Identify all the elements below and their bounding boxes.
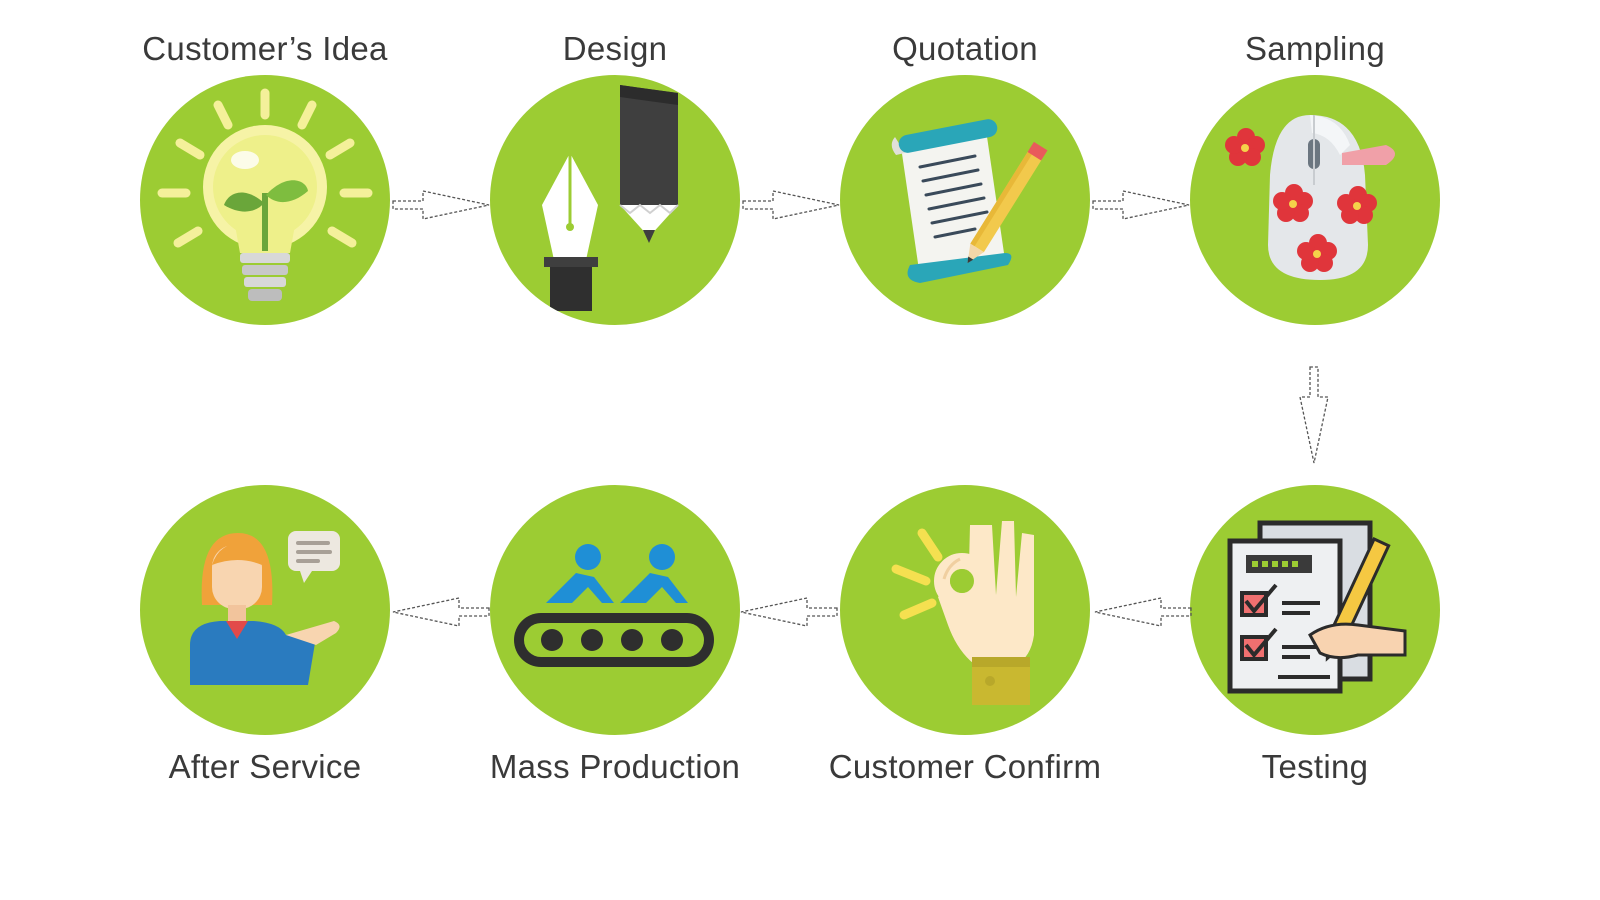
arrow-idea-to-design xyxy=(392,190,490,220)
step-label-mass-production: Mass Production xyxy=(489,748,741,785)
step-label-design: Design xyxy=(562,30,668,67)
step-testing xyxy=(1190,485,1440,735)
step-label-customers-idea: Customer’s Idea xyxy=(142,30,388,67)
arrow-production-to-after-service xyxy=(392,597,490,627)
flower-decoration xyxy=(1225,128,1377,272)
step-label-quotation: Quotation xyxy=(892,30,1038,67)
pen-pencil-icon xyxy=(542,85,679,311)
ok-hand-icon xyxy=(891,521,1034,705)
step-label-testing: Testing xyxy=(1261,748,1369,785)
step-label-after-service: After Service xyxy=(168,748,362,785)
checklist-signing-icon xyxy=(1227,520,1407,694)
step-design xyxy=(490,75,740,325)
floral-mouse-icon xyxy=(1225,115,1395,280)
step-customer-confirm xyxy=(840,485,1090,735)
step-mass-production xyxy=(490,485,740,735)
step-customers-idea xyxy=(140,75,390,325)
conveyor-workers-icon xyxy=(514,544,714,667)
lightbulb-plant-icon xyxy=(157,88,373,301)
arrow-testing-to-confirm xyxy=(1094,597,1192,627)
step-sampling xyxy=(1190,75,1440,325)
arrow-confirm-to-production xyxy=(740,597,838,627)
arrow-design-to-quotation xyxy=(742,190,840,220)
step-label-sampling: Sampling xyxy=(1245,30,1385,67)
step-label-customer-confirm: Customer Confirm xyxy=(828,748,1102,785)
step-quotation xyxy=(840,75,1090,325)
arrow-sampling-to-testing xyxy=(1299,366,1329,464)
scroll-pencil-icon xyxy=(891,119,1048,283)
support-agent-icon xyxy=(190,531,340,685)
arrow-quotation-to-sampling xyxy=(1092,190,1190,220)
step-after-service xyxy=(140,485,390,735)
